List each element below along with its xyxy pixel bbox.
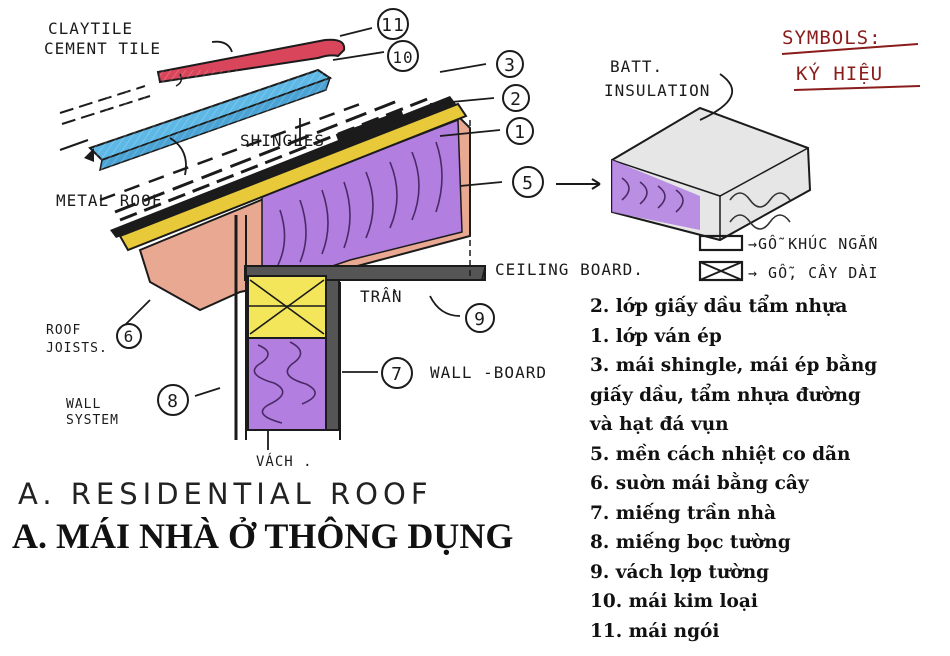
callout-circle-2 (502, 84, 530, 112)
label-insulation: INSULATION (604, 81, 710, 100)
label-claytile: CLAYTILE (48, 19, 133, 38)
legend-item: và hạt đá vụn (590, 414, 729, 435)
callout-10: 10 (392, 48, 413, 67)
legend-item: 2. lớp giấy dầu tẩm nhựa (590, 296, 848, 317)
legend-item: 8. miếng bọc tường (590, 532, 791, 553)
legend-item: 10. mái kim loại (590, 591, 758, 612)
callout-8: 7 (391, 364, 403, 385)
label-ceiling-board: CEILING BOARD. (495, 260, 644, 279)
callout-circle-5 (512, 166, 544, 198)
legend-item: 3. mái shingle, mái ép bằng (590, 355, 878, 376)
label-cement-tile: CEMENT TILE (44, 39, 161, 58)
handwritten-labels: CLAYTILE CEMENT TILE METAL ROOF SHINGLES… (18, 19, 883, 511)
callout-7: 9 (474, 309, 486, 330)
callout-6: 6 (124, 327, 135, 346)
label-symbols: SYMBOLS: (782, 27, 882, 49)
label-wall: WALL (66, 397, 101, 412)
label-shingles: SHINGLES (240, 131, 325, 150)
label-vach: VÁCH . (256, 453, 313, 470)
callout-2: 2 (510, 89, 522, 110)
legend-item: giấy dầu, tẩm nhựa đường (590, 384, 861, 406)
legend-item: 11. mái ngói (590, 620, 720, 642)
label-roof: ROOF (46, 323, 81, 338)
callout-circle-9 (157, 384, 189, 416)
callout-3: 3 (504, 55, 516, 76)
symbols-legend (698, 43, 921, 282)
callout-circle-8 (381, 357, 413, 389)
label-metal-roof: METAL ROOF (56, 191, 162, 210)
legend-item: 6. suờn mái bằng cây (590, 473, 809, 494)
timber-symbol (698, 260, 744, 282)
label-wall-board: WALL -BOARD (430, 363, 547, 382)
callout-circle-7 (465, 303, 495, 333)
callout-9: 8 (167, 391, 179, 412)
batt-insulation-illustration (556, 106, 812, 242)
label-tran: TRẦN (360, 287, 403, 306)
callout-circle-11 (377, 8, 409, 40)
label-joists: JOISTS. (46, 341, 108, 356)
label-ky-hieu: KÝ HIỆU (796, 61, 883, 85)
legend-item: 9. vách lợp tường (590, 561, 770, 583)
label-system: SYSTEM (66, 413, 119, 428)
blocking-symbol (698, 234, 744, 252)
label-go-khuc-ngan: →GỖ KHÚC NGẮN (748, 234, 878, 253)
callout-11: 11 (381, 15, 405, 36)
metal-roof-illustration (59, 68, 333, 172)
callout-circle-3 (496, 50, 524, 78)
callout-circle-1 (506, 117, 534, 145)
leader-lines (119, 27, 733, 450)
callout-circle-6 (116, 323, 142, 349)
title-english: A. RESIDENTIAL ROOF (18, 477, 433, 511)
label-batt: BATT. (610, 57, 663, 76)
callout-5: 5 (522, 173, 534, 194)
roof-section (99, 96, 486, 440)
callout-markers: 11 10 3 2 1 5 6 8 7 9 (116, 8, 544, 416)
legend-item: 7. miếng trần nhà (590, 502, 777, 524)
legend-item: 5. mền cách nhiệt co dãn (590, 443, 851, 465)
legend-item: 1. lớp ván ép (590, 325, 722, 347)
callout-circle-10 (387, 40, 419, 72)
legend-list: 2. lớp giấy dầu tẩm nhựa 1. lớp ván ép 3… (590, 292, 945, 646)
callout-1: 1 (514, 122, 526, 143)
label-go-cay-dai: → GỖ, CÂY DÀI (748, 263, 878, 282)
title-vietnamese: A. MÁI NHÀ Ở THÔNG DỤNG (12, 516, 514, 556)
